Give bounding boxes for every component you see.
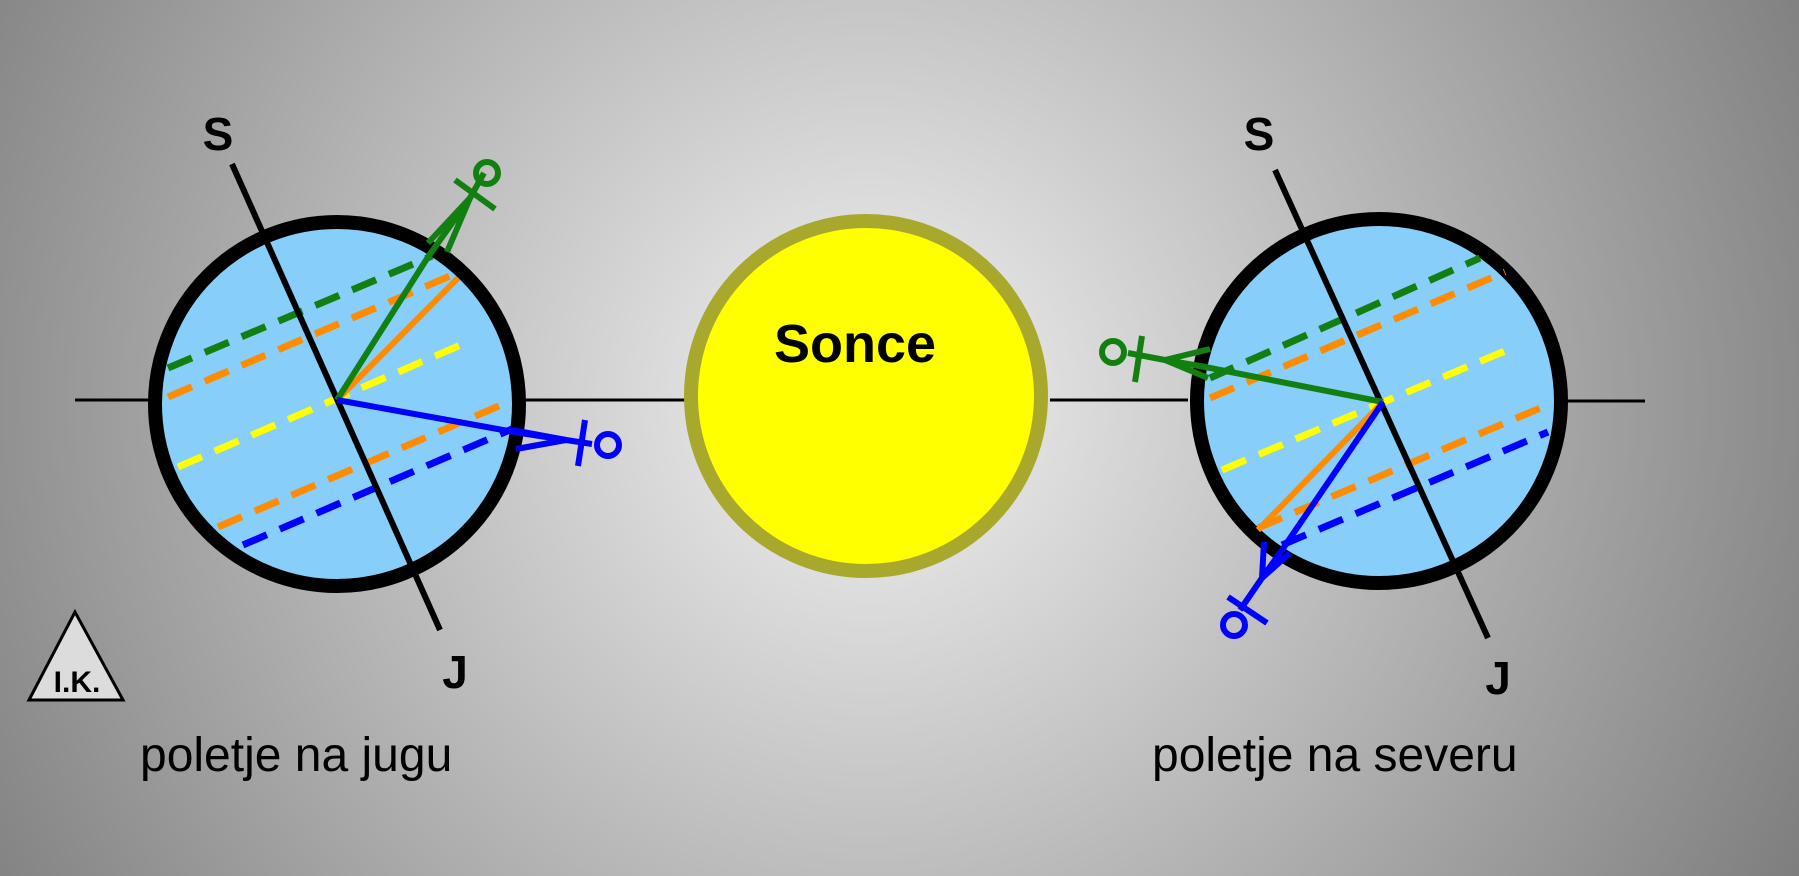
- left-caption: poletje na jugu: [140, 729, 453, 782]
- right-blue-figure: [1220, 400, 1386, 639]
- left-orange-ray: [334, 275, 461, 403]
- orbit-line: [75, 398, 1645, 403]
- logo-text: I.K.: [54, 666, 101, 699]
- left-south-label: J: [442, 646, 468, 698]
- left-blue-figure: [336, 397, 622, 467]
- right-tropic-south: [1256, 399, 1554, 532]
- right-arctic-circle: [1208, 254, 1482, 382]
- right-antarctic-circle: [1280, 428, 1550, 549]
- sun: Sonce: [684, 214, 1048, 578]
- left-globe: S J: [148, 108, 622, 698]
- right-globe: S J: [1099, 108, 1568, 704]
- left-antarctic-circle: [241, 425, 514, 549]
- right-orange-ray: [1255, 399, 1386, 533]
- right-south-label: J: [1485, 652, 1511, 704]
- left-north-label: S: [203, 108, 234, 160]
- left-green-figure: [334, 159, 501, 402]
- author-logo: I.K.: [26, 608, 126, 702]
- logo-triangle: [26, 608, 126, 702]
- left-equator: [176, 337, 472, 471]
- sun-label: Sonce: [774, 314, 936, 374]
- right-caption: poletje na severu: [1152, 729, 1518, 782]
- sun-disc: [684, 214, 1048, 578]
- right-green-figure: [1099, 335, 1384, 405]
- right-equator: [1220, 344, 1514, 474]
- right-north-label: S: [1244, 108, 1275, 160]
